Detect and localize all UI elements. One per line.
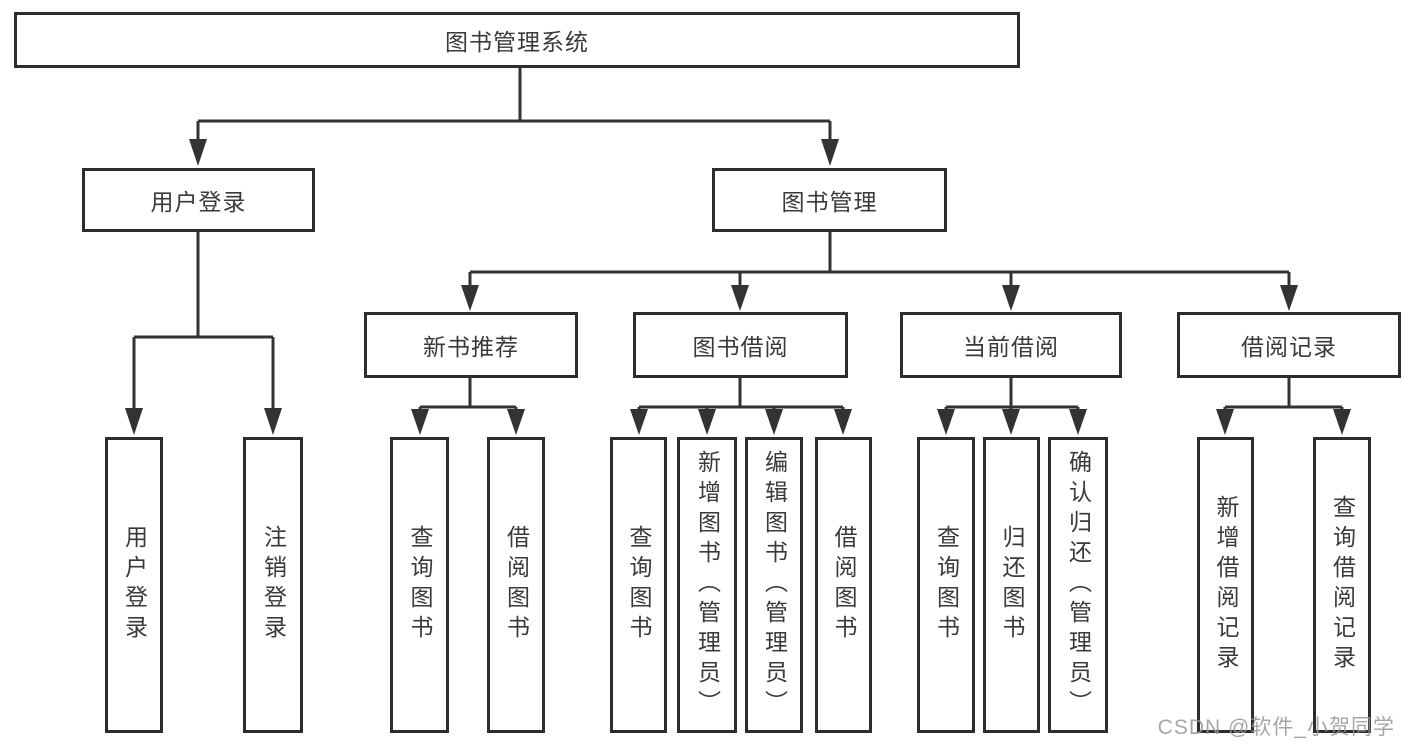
leaf-borrow-books-recommend: 借阅图书 [487, 437, 545, 733]
leaf-query-borrow-record: 查询借阅记录 [1313, 437, 1371, 733]
leaf-edit-books-admin: 编辑图书（管理员） [745, 437, 803, 733]
node-book-borrowing: 图书借阅 [633, 312, 848, 378]
leaf-confirm-return-admin: 确认归还（管理员） [1048, 437, 1108, 733]
leaf-add-borrow-record: 新增借阅记录 [1197, 437, 1254, 733]
node-user-login: 用户登录 [82, 168, 315, 232]
leaf-query-books-recommend: 查询图书 [390, 437, 449, 733]
leaf-add-books-admin: 新增图书（管理员） [677, 437, 737, 733]
leaf-logout: 注销登录 [243, 437, 303, 733]
leaf-user-login: 用户登录 [105, 437, 163, 733]
leaf-query-books-borrowing: 查询图书 [610, 437, 667, 733]
leaf-return-books: 归还图书 [983, 437, 1040, 733]
csdn-watermark: CSDN @软件_小贺同学 [1157, 716, 1395, 739]
node-current-borrowing: 当前借阅 [900, 312, 1122, 378]
leaf-query-books-current: 查询图书 [917, 437, 975, 733]
node-library-system: 图书管理系统 [14, 12, 1020, 68]
node-new-book-recommend: 新书推荐 [364, 312, 578, 378]
node-borrowing-records: 借阅记录 [1177, 312, 1401, 378]
node-book-management: 图书管理 [712, 168, 947, 232]
leaf-borrow-books-borrowing: 借阅图书 [815, 437, 872, 733]
